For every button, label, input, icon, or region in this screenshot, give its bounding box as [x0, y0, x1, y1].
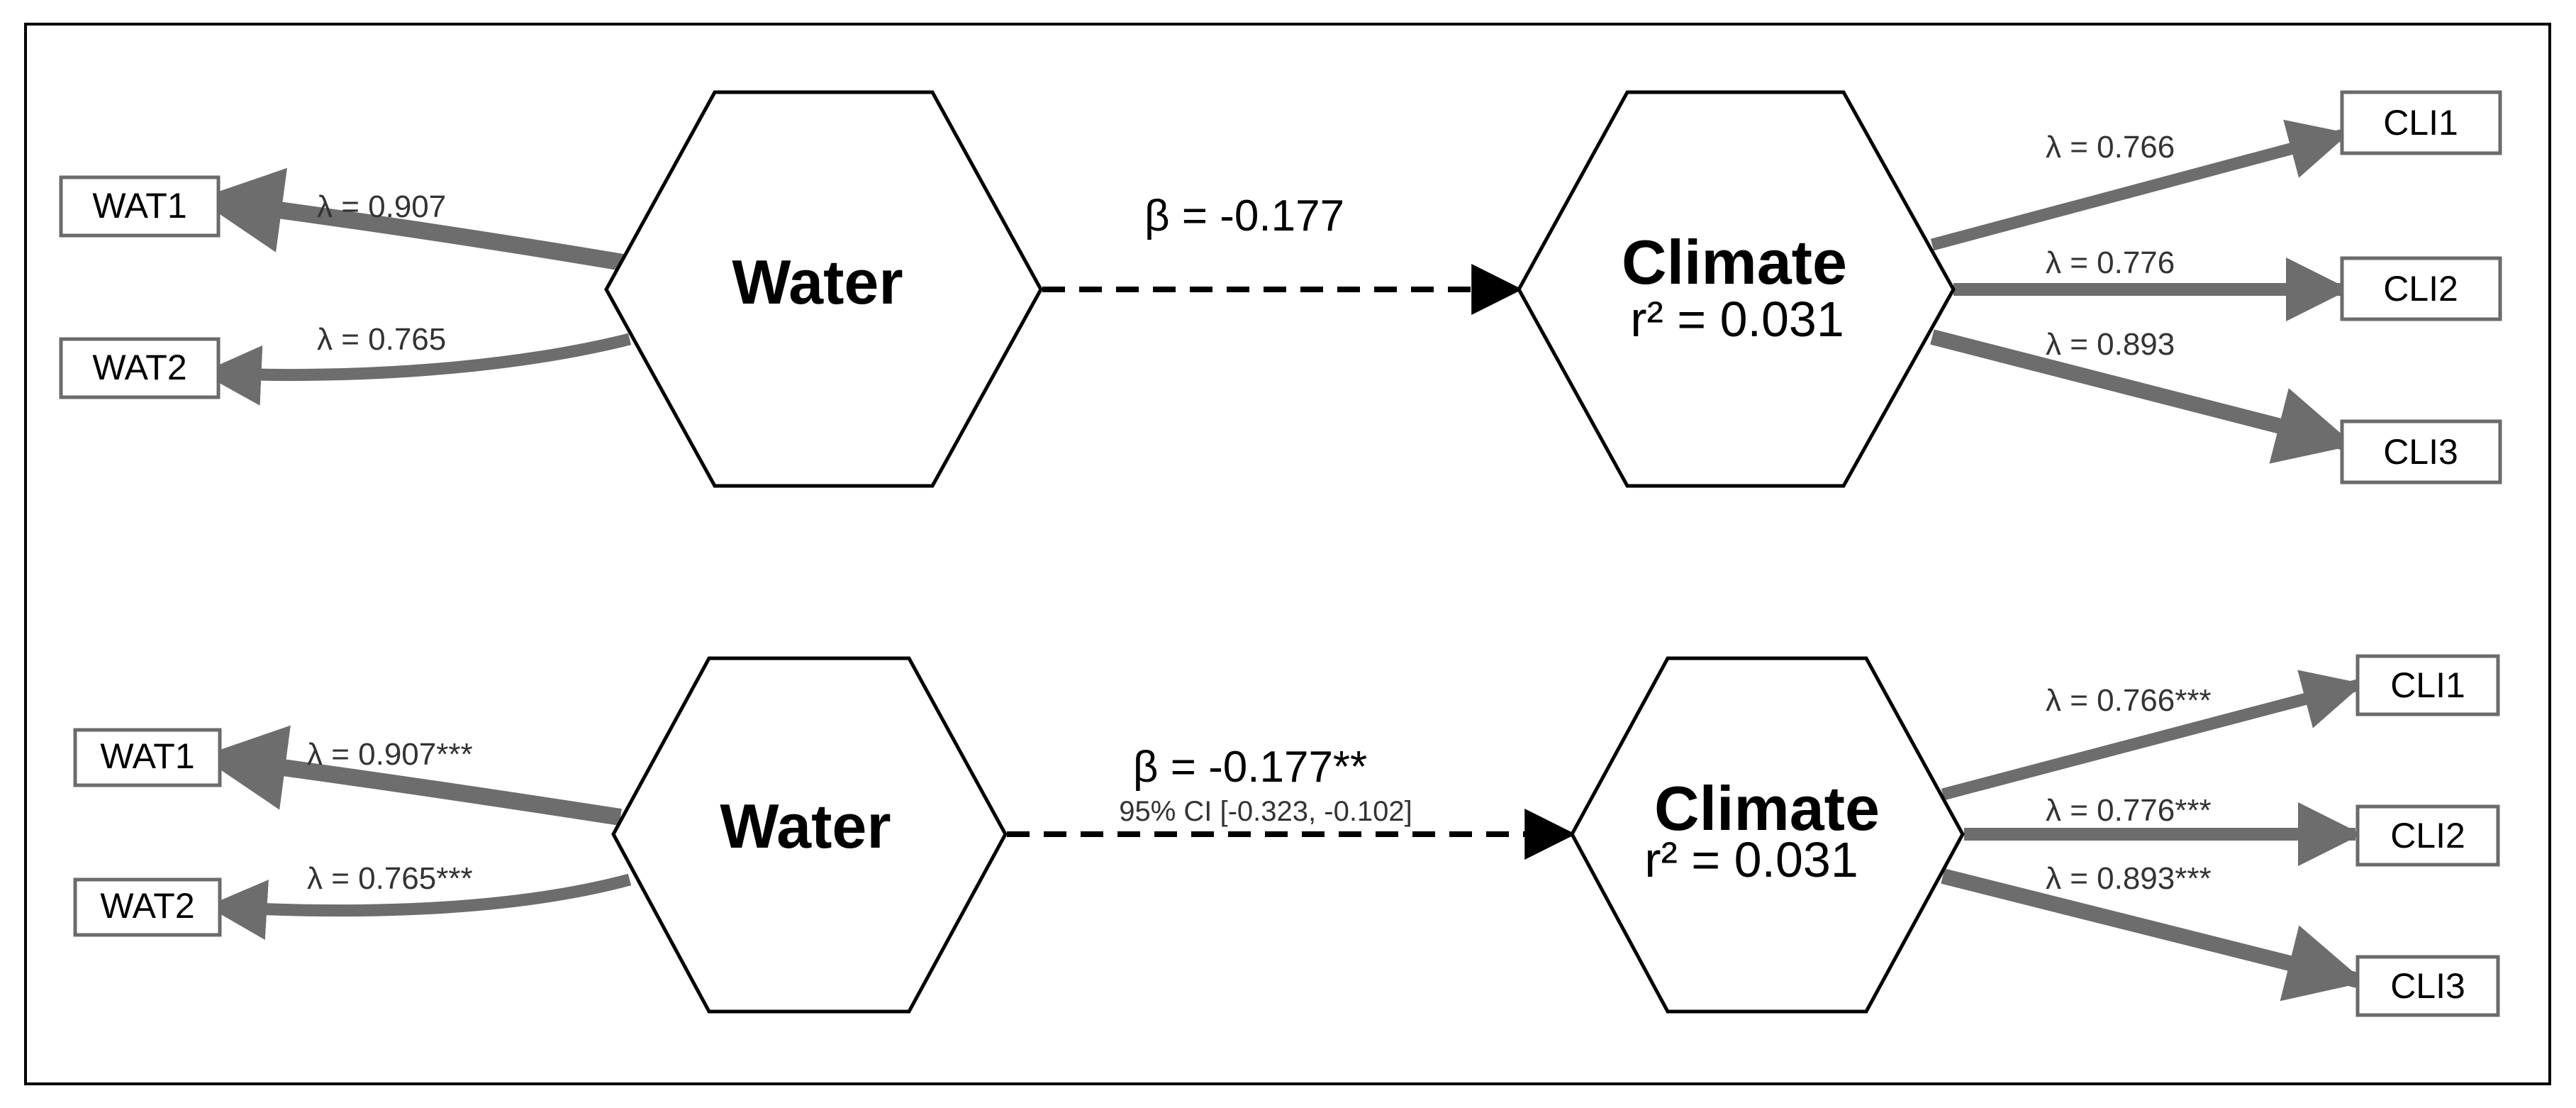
indicator-label-wat2: WAT2 [100, 886, 194, 926]
indicator-box-cli2 [2355, 804, 2500, 867]
indicator-label-cli3: CLI3 [2383, 432, 2458, 472]
indicator-box-cli2 [2340, 256, 2502, 321]
r-squared-label: r² = 0.031 [1630, 292, 1844, 347]
climate-construct-hexagon [1517, 90, 1956, 488]
loading-label-cli2: λ = 0.776*** [2046, 793, 2212, 828]
loading-arrow-wat1 [197, 167, 624, 271]
indicator-box-cli1 [2340, 90, 2502, 155]
loading-label-cli2: λ = 0.776 [2046, 245, 2175, 280]
loading-label-cli3: λ = 0.893 [2046, 327, 2175, 362]
loading-label-wat1: λ = 0.907*** [307, 737, 473, 772]
loading-arrow-wat1 [201, 725, 622, 826]
loading-label-wat2: λ = 0.765 [317, 322, 446, 357]
beta-label: β = -0.177 [1144, 192, 1344, 240]
indicator-box-wat1 [59, 175, 221, 238]
indicator-box-cli1 [2355, 654, 2500, 716]
indicator-label-cli2: CLI2 [2383, 269, 2458, 309]
indicator-label-cli1: CLI1 [2390, 665, 2465, 705]
loading-arrow-cli3 [1941, 868, 2365, 1002]
loading-label-wat2: λ = 0.765*** [307, 861, 473, 896]
loading-label-cli1: λ = 0.766*** [2046, 683, 2212, 718]
water-construct-hexagon [611, 656, 1008, 1014]
indicator-label-cli1: CLI1 [2383, 103, 2458, 143]
loading-arrow-wat2 [201, 333, 632, 406]
loading-arrow-cli1 [1930, 119, 2350, 251]
indicator-box-wat1 [73, 728, 222, 787]
loading-arrow-cli3 [1930, 329, 2355, 464]
water-construct-hexagon [604, 90, 1043, 488]
indicator-label-wat2: WAT2 [92, 348, 186, 387]
indicator-label-cli3: CLI3 [2390, 966, 2465, 1006]
climate-construct-label: Climate [1622, 227, 1847, 297]
top-panel: Water Climate r² = 0.031 β = -0.177 WAT1… [59, 90, 2502, 488]
loading-arrow-wat2 [206, 873, 632, 940]
indicator-label-cli2: CLI2 [2390, 816, 2465, 855]
climate-construct-hexagon [1570, 656, 1965, 1014]
indicator-box-wat2 [73, 877, 222, 937]
water-construct-label: Water [732, 247, 903, 317]
climate-construct-label: Climate [1654, 773, 1880, 843]
r-squared-label: r² = 0.031 [1644, 832, 1858, 887]
water-construct-label: Water [720, 791, 891, 861]
indicator-box-cli3 [2340, 419, 2502, 484]
indicator-label-wat1: WAT1 [92, 186, 186, 226]
indicator-box-wat2 [59, 337, 221, 399]
loading-arrow-cli1 [1941, 670, 2364, 801]
loading-label-cli3: λ = 0.893*** [2046, 861, 2212, 896]
confidence-interval-label: 95% CI [-0.323, -0.102] [1119, 796, 1412, 827]
indicator-box-cli3 [2355, 955, 2500, 1017]
loading-label-cli1: λ = 0.766 [2046, 130, 2175, 165]
loading-label-wat1: λ = 0.907 [317, 189, 446, 224]
bottom-panel: Water Climate r² = 0.031 β = -0.177** 95… [73, 654, 2500, 1017]
beta-label: β = -0.177** [1133, 743, 1367, 792]
indicator-label-wat1: WAT1 [100, 736, 194, 776]
